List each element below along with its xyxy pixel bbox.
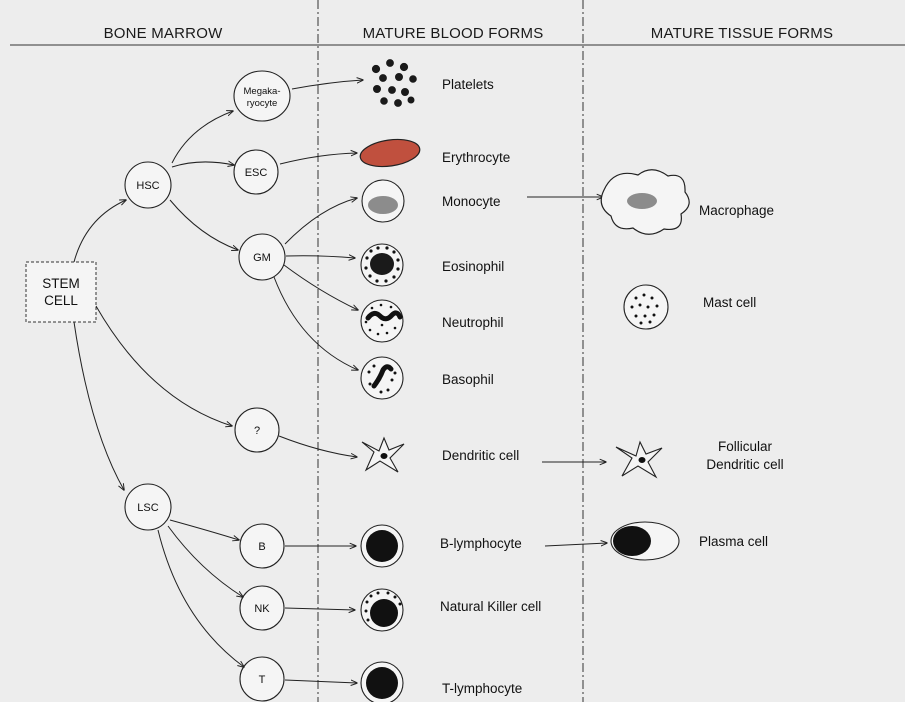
unknown-progenitor-node: ? — [235, 408, 279, 452]
nk-node: NK — [240, 586, 284, 630]
neutrophil-image — [361, 300, 403, 342]
esc-node: ESC — [234, 150, 278, 194]
nk-label: NK — [254, 603, 270, 615]
mast-cell-image — [624, 285, 668, 329]
label-macrophage: Macrophage — [699, 203, 774, 218]
hsc-node: HSC — [125, 162, 171, 208]
label-dendritic-cell: Dendritic cell — [442, 448, 519, 463]
esc-label: ESC — [245, 167, 268, 179]
label-b-lymphocyte: B-lymphocyte — [440, 536, 522, 551]
unknown-progenitor-label: ? — [254, 425, 260, 437]
tissue-arrows — [527, 197, 607, 546]
macrophage-image — [601, 170, 689, 235]
t-node: T — [240, 657, 284, 701]
gm-node: GM — [239, 234, 285, 280]
dendritic-cell-image — [362, 438, 404, 472]
label-platelets: Platelets — [442, 77, 494, 92]
stem-cell-label-1: STEM — [42, 276, 80, 291]
label-basophil: Basophil — [442, 372, 494, 387]
label-erythrocyte: Erythrocyte — [442, 150, 510, 165]
label-neutrophil: Neutrophil — [442, 315, 504, 330]
b-node: B — [240, 524, 284, 568]
eosinophil-image — [361, 244, 403, 286]
label-nk-cell: Natural Killer cell — [440, 599, 541, 614]
t-label: T — [259, 674, 266, 686]
lsc-label: LSC — [137, 502, 158, 514]
stem-cell-label-2: CELL — [44, 293, 78, 308]
label-plasma-cell: Plasma cell — [699, 534, 768, 549]
label-monocyte: Monocyte — [442, 194, 501, 209]
header-mature-blood: MATURE BLOOD FORMS — [363, 25, 544, 42]
label-t-lymphocyte: T-lymphocyte — [442, 681, 522, 696]
lsc-node: LSC — [125, 484, 171, 530]
label-follicular-2: Dendritic cell — [706, 457, 783, 472]
nk-cell-image — [361, 589, 403, 631]
label-mast-cell: Mast cell — [703, 295, 756, 310]
megakaryocyte-label-1: Megaka- — [244, 86, 281, 97]
label-eosinophil: Eosinophil — [442, 259, 504, 274]
monocyte-image — [362, 180, 404, 222]
basophil-image — [361, 357, 403, 399]
erythrocyte-image — [358, 136, 421, 170]
b-label: B — [258, 541, 265, 553]
plasma-cell-image — [611, 522, 679, 560]
b-lymphocyte-image — [361, 525, 403, 567]
hsc-label: HSC — [136, 180, 159, 192]
label-follicular-1: Follicular — [718, 439, 773, 454]
gm-label: GM — [253, 252, 271, 264]
stem-cell-box — [26, 262, 96, 322]
t-lymphocyte-image — [361, 662, 403, 702]
platelets-image — [372, 60, 416, 107]
follicular-dendritic-cell-image — [616, 442, 662, 477]
header-mature-tissue: MATURE TISSUE FORMS — [651, 25, 833, 42]
megakaryocyte-label-2: ryocyte — [247, 98, 278, 109]
header-bone-marrow: BONE MARROW — [104, 25, 224, 42]
megakaryocyte-node: Megaka- ryocyte — [234, 71, 290, 121]
